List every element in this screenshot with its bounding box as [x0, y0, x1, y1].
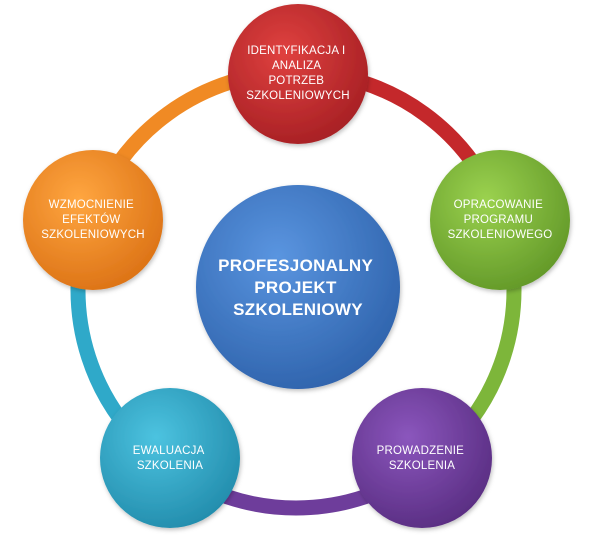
- node-identification-circle: [228, 4, 368, 144]
- node-identification-line-4: SZKOLENIOWYCH: [246, 90, 350, 102]
- node-evaluation: EWALUACJA SZKOLENIA: [100, 388, 240, 528]
- center-label-line-3: SZKOLENIOWY: [233, 300, 363, 319]
- node-program-design-line-2: PROGRAMU: [464, 214, 533, 226]
- node-delivery-line-2: SZKOLENIA: [389, 460, 455, 472]
- node-reinforcement-label: WZMOCNIENIE EFEKTÓW SZKOLENIOWYCH: [41, 199, 145, 241]
- node-identification-line-2: ANALIZA: [272, 60, 321, 72]
- node-program-design-circle: [430, 150, 570, 290]
- node-identification-line-3: POTRZEB: [268, 75, 324, 87]
- node-delivery-circle: [352, 388, 492, 528]
- center-label-line-2: PROJEKT: [254, 278, 337, 297]
- node-identification-line-1: IDENTYFIKACJA I: [247, 45, 345, 57]
- node-reinforcement: WZMOCNIENIE EFEKTÓW SZKOLENIOWYCH: [23, 150, 163, 290]
- node-delivery-line-1: PROWADZENIE: [377, 445, 465, 457]
- node-identification-label: IDENTYFIKACJA I ANALIZA POTRZEB SZKOLENI…: [246, 45, 350, 102]
- node-evaluation-line-2: SZKOLENIA: [137, 460, 203, 472]
- node-reinforcement-line-1: WZMOCNIENIE: [49, 199, 134, 211]
- center-label: PROFESJONALNY PROJEKT SZKOLENIOWY: [218, 256, 378, 319]
- center-label-line-1: PROFESJONALNY: [218, 256, 373, 275]
- node-reinforcement-circle: [23, 150, 163, 290]
- node-delivery-label: PROWADZENIE SZKOLENIA: [377, 445, 468, 472]
- node-evaluation-label: EWALUACJA SZKOLENIA: [133, 445, 207, 472]
- node-identification: IDENTYFIKACJA I ANALIZA POTRZEB SZKOLENI…: [228, 4, 368, 144]
- node-program-design-line-1: OPRACOWANIE: [454, 199, 543, 211]
- node-delivery: PROWADZENIE SZKOLENIA: [352, 388, 492, 528]
- node-reinforcement-line-2: EFEKTÓW: [62, 213, 120, 226]
- node-reinforcement-line-3: SZKOLENIOWYCH: [41, 229, 145, 241]
- center-circle: [196, 185, 400, 389]
- node-program-design-line-3: SZKOLENIOWEGO: [448, 229, 553, 241]
- node-program-design-label: OPRACOWANIE PROGRAMU SZKOLENIOWEGO: [448, 199, 553, 241]
- center-node: PROFESJONALNY PROJEKT SZKOLENIOWY: [196, 185, 400, 389]
- node-evaluation-line-1: EWALUACJA: [133, 445, 205, 457]
- node-evaluation-circle: [100, 388, 240, 528]
- node-program-design: OPRACOWANIE PROGRAMU SZKOLENIOWEGO: [430, 150, 570, 290]
